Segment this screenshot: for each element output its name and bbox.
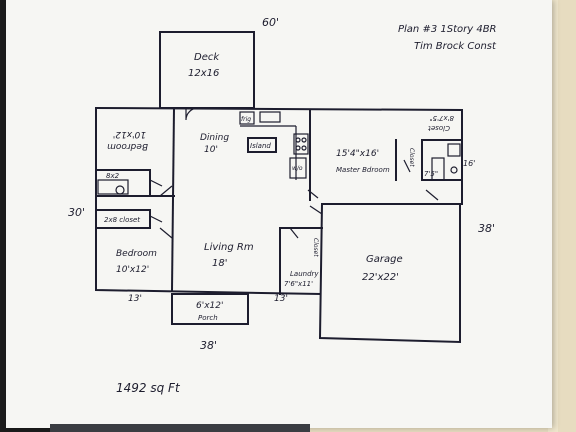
folder-edge [548, 0, 558, 432]
door-master [307, 189, 319, 199]
garage-label: Garage [366, 254, 403, 265]
porch-size: 6'x12' [196, 301, 223, 311]
door-bedroom-top [159, 185, 173, 197]
porch-label: Porch [198, 314, 218, 322]
company-name: Tim Brock Const [414, 41, 497, 52]
laundry-size: 7'6"x11' [284, 280, 313, 288]
range-label: w/o [292, 165, 303, 172]
tub-box [97, 179, 129, 195]
living-label: Living Rm [204, 242, 254, 253]
dim-bottom-left: 13' [128, 294, 142, 304]
dining-size: 10' [204, 145, 218, 155]
master-label: 15'4"x16' [336, 149, 379, 159]
porch-outline [171, 293, 249, 325]
door-garage [309, 205, 323, 215]
laundry-label: Laundry [290, 270, 319, 278]
dim-left-depth: 30' [68, 206, 85, 219]
garage-size: 22'x22' [362, 272, 399, 283]
master-toilet [450, 166, 458, 174]
bedroom-top-label: Bedroom [107, 141, 148, 151]
toilet [115, 185, 125, 195]
burner-1 [295, 137, 301, 143]
dim-bottom-width: 38' [200, 339, 217, 352]
closet-left-bottom: 2x8 closet [104, 216, 140, 224]
dining-label: Dining [200, 133, 229, 143]
door-bath [425, 189, 439, 201]
plan-title: Plan #3 1Story 4BR [398, 24, 497, 35]
deck-label: Deck [194, 52, 220, 63]
door-laundry [289, 227, 299, 239]
fridge-box [239, 111, 255, 125]
dim-bottom-mid: 13' [274, 294, 288, 304]
master-vanity [447, 143, 461, 157]
range-box [293, 133, 309, 155]
dim-right-depth: 38' [478, 222, 495, 235]
master-closet-side: Closet [408, 148, 415, 167]
dim-top-width: 60' [262, 16, 279, 29]
door-bedroom-bottom [159, 227, 173, 239]
bedroom-bottom-size: 10'x12' [116, 265, 149, 275]
laundry-closet: Closet [312, 238, 319, 257]
island-box [247, 137, 277, 153]
wall-bedrooms [170, 106, 176, 292]
door-closet-1 [149, 179, 163, 187]
house-outline-left [95, 107, 322, 296]
bedroom-bottom-label: Bedroom [116, 249, 157, 259]
bedroom-top-size: 10'x12' [113, 129, 146, 139]
fridge-label: frig [241, 116, 251, 123]
total-area: 1492 sq Ft [116, 381, 181, 395]
dishwasher-box [289, 157, 307, 179]
master-bath-closet: 7'5" [424, 170, 438, 178]
door-closet-2 [149, 215, 163, 223]
island-label: Island [250, 142, 271, 150]
burner-2 [301, 137, 307, 143]
master-closet-top-label: Closet [428, 124, 450, 132]
closet-left-top: 8x2 [106, 172, 120, 180]
burner-3 [295, 145, 301, 151]
master-tub [431, 157, 445, 181]
master-sub: Master Bdroom [336, 166, 390, 174]
sink-box [259, 111, 281, 123]
dim-right-small: 16' [463, 159, 475, 168]
house-outline-right [94, 106, 463, 344]
deck-size: 12x16 [188, 68, 219, 79]
desk-strip [50, 424, 310, 432]
door-deck [185, 107, 199, 121]
door-closet-master [403, 159, 411, 173]
living-size: 18' [212, 258, 227, 269]
burner-4 [301, 145, 307, 151]
master-closet-top-size: 8'x7'5" [429, 114, 454, 122]
